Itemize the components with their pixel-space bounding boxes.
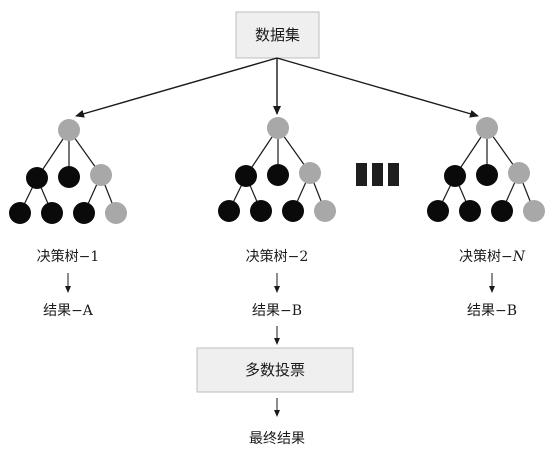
tree-node-black: [427, 200, 449, 222]
ellipsis-block: [388, 163, 399, 186]
ellipsis-block: [356, 163, 367, 186]
tree-node-black: [250, 200, 272, 222]
tree-node-black: [41, 202, 63, 224]
final-result-label: 最终结果: [249, 431, 305, 447]
majority-vote-box: 多数投票: [196, 347, 354, 393]
vote-label: 多数投票: [245, 361, 305, 379]
tree-label-n: 决策树−N: [459, 248, 526, 265]
dataset-arrows: [75, 57, 479, 118]
dataset-label: 数据集: [255, 26, 300, 44]
tree-node-black: [444, 165, 466, 187]
tree-result-n: 结果−B: [467, 303, 517, 319]
tree-node-gray: [105, 202, 127, 224]
tree-node-black: [58, 166, 80, 188]
tree-node-black: [26, 167, 48, 189]
tree-node-gray: [299, 162, 321, 184]
arrow-to-tree-1: [75, 57, 278, 118]
tree-node-gray: [267, 117, 289, 139]
tree-result-2: 结果−B: [252, 303, 302, 319]
tree-label-2: 决策树−2: [246, 248, 309, 265]
tree-result-1: 结果−A: [43, 303, 94, 319]
tree-node-black: [235, 165, 257, 187]
tree-label-1: 决策树−1: [37, 248, 100, 265]
tree-node-black: [9, 202, 31, 224]
decision-tree-2: [218, 117, 336, 222]
tree-node-black: [491, 200, 513, 222]
dataset-box: 数据集: [235, 11, 320, 59]
arrow-to-tree-n: [276, 57, 479, 118]
tree-node-gray: [476, 117, 498, 139]
tree-node-gray: [314, 200, 336, 222]
tree-node-black: [73, 202, 95, 224]
tree-node-black: [459, 200, 481, 222]
tree-node-black: [282, 200, 304, 222]
decision-tree-n: [427, 117, 545, 222]
ellipsis-block: [372, 163, 383, 186]
decision-tree-1: [9, 119, 127, 224]
tree-node-gray: [58, 119, 80, 141]
tree-node-gray: [90, 164, 112, 186]
tree-node-black: [218, 200, 240, 222]
ellipsis-blocks: [356, 163, 399, 186]
tree-node-black: [267, 164, 289, 186]
tree-node-black: [476, 164, 498, 186]
tree-node-gray: [523, 200, 545, 222]
tree-node-gray: [508, 162, 530, 184]
